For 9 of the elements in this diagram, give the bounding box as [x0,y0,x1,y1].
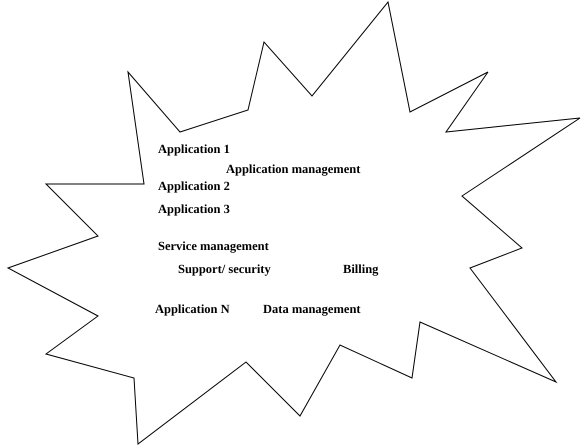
text-label: Application 1 [158,142,230,157]
text-label: Data management [263,302,361,317]
text-label: Support/ security [178,262,271,277]
text-label: Application 2 [158,179,230,194]
text-label: Application N [155,302,230,317]
text-label: Application management [226,162,360,177]
text-label: Service management [158,239,269,254]
text-label: Application 3 [158,202,230,217]
text-label: Billing [343,262,378,277]
